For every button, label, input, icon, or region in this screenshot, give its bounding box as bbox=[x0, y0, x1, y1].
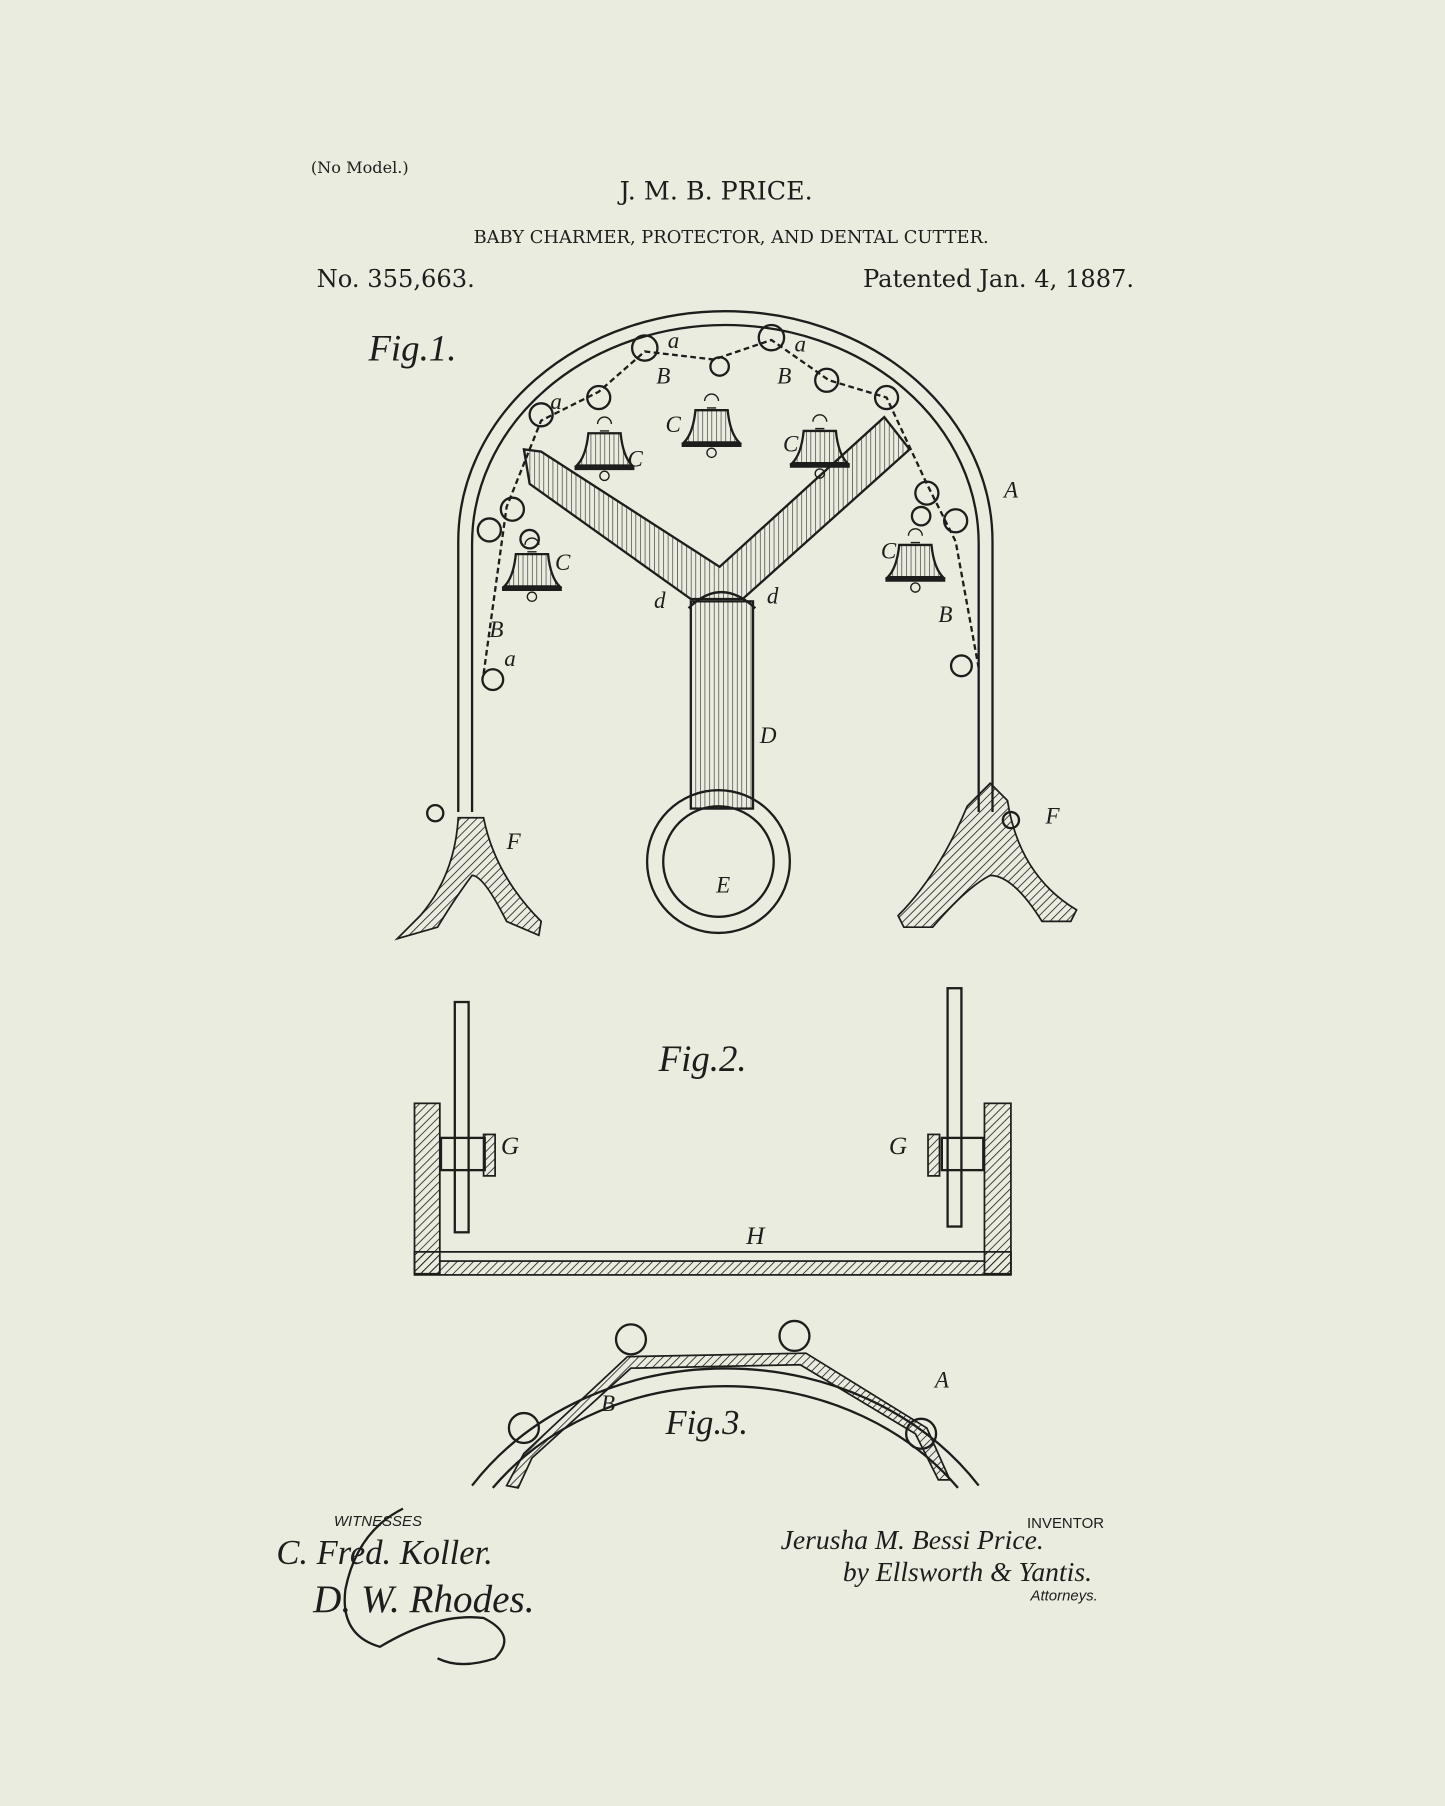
signature-block: WITNESSES C. Fred. Koller. D. W. Rhodes.… bbox=[276, 1507, 1104, 1666]
no-model-note: (No Model.) bbox=[311, 158, 409, 177]
label-c: C bbox=[628, 446, 644, 472]
label-b: B bbox=[777, 363, 791, 389]
inventor-signature: Jerusha M. Bessi Price. bbox=[781, 1524, 1044, 1555]
figure-1: Fig.1. a a bbox=[367, 310, 1078, 941]
foot-right bbox=[897, 782, 1078, 929]
thumb-screw bbox=[482, 1133, 496, 1177]
label-b: B bbox=[601, 1390, 615, 1416]
inventor-name-heading: J. M. B. PRICE. bbox=[617, 175, 813, 205]
rod-left bbox=[453, 1000, 470, 1234]
label-d: d bbox=[654, 587, 666, 613]
patent-number: No. 355,663. bbox=[317, 265, 475, 293]
label-b: B bbox=[938, 601, 952, 627]
label-c: C bbox=[666, 411, 682, 437]
attorneys-label: Attorneys. bbox=[1029, 1588, 1097, 1605]
thumb-screw bbox=[927, 1133, 941, 1177]
label-d: d bbox=[767, 583, 779, 609]
label-f: F bbox=[1044, 803, 1060, 829]
label-e: E bbox=[715, 872, 730, 898]
label-b: B bbox=[489, 616, 503, 642]
label-c: C bbox=[881, 538, 897, 564]
teething-ring bbox=[645, 789, 792, 935]
witnesses-label: WITNESSES bbox=[334, 1513, 422, 1530]
label-g: G bbox=[889, 1132, 907, 1160]
foot-left bbox=[394, 816, 543, 941]
label-a-arch: A bbox=[1002, 477, 1019, 503]
label-b: B bbox=[656, 363, 670, 389]
label-a-arch: A bbox=[933, 1367, 950, 1393]
label-d-strap: D bbox=[759, 722, 777, 748]
figure-3: Fig.3. A B bbox=[471, 1319, 980, 1489]
label-c: C bbox=[783, 431, 799, 457]
label-a: a bbox=[794, 330, 806, 356]
y-strap bbox=[522, 415, 912, 601]
label-c: C bbox=[555, 549, 571, 575]
attorneys-signature: by Ellsworth & Yantis. bbox=[843, 1556, 1092, 1587]
figure-2: Fig.2. G G H bbox=[413, 987, 1012, 1276]
bell bbox=[680, 392, 743, 459]
witness-signature-2: D. W. Rhodes. bbox=[312, 1578, 534, 1621]
label-a: a bbox=[668, 327, 680, 353]
label-g: G bbox=[501, 1132, 519, 1160]
figure-1-label: Fig.1. bbox=[367, 328, 456, 369]
figure-3-label: Fig.3. bbox=[665, 1404, 748, 1442]
chain-strap bbox=[505, 1352, 952, 1489]
arch-rod bbox=[457, 310, 994, 813]
label-h: H bbox=[745, 1222, 766, 1250]
label-f: F bbox=[506, 828, 522, 854]
witness-signature-1: C. Fred. Koller. bbox=[276, 1534, 492, 1572]
label-a: a bbox=[550, 388, 562, 414]
figure-2-label: Fig.2. bbox=[658, 1038, 747, 1079]
strap-stem bbox=[689, 600, 755, 810]
label-a: a bbox=[504, 645, 516, 671]
patent-title: BABY CHARMER, PROTECTOR, AND DENTAL CUTT… bbox=[474, 227, 989, 248]
inventor-label: INVENTOR bbox=[1027, 1515, 1104, 1532]
bell bbox=[573, 415, 636, 482]
patent-date: Patented Jan. 4, 1887. bbox=[863, 265, 1134, 293]
rod-right bbox=[946, 987, 963, 1228]
